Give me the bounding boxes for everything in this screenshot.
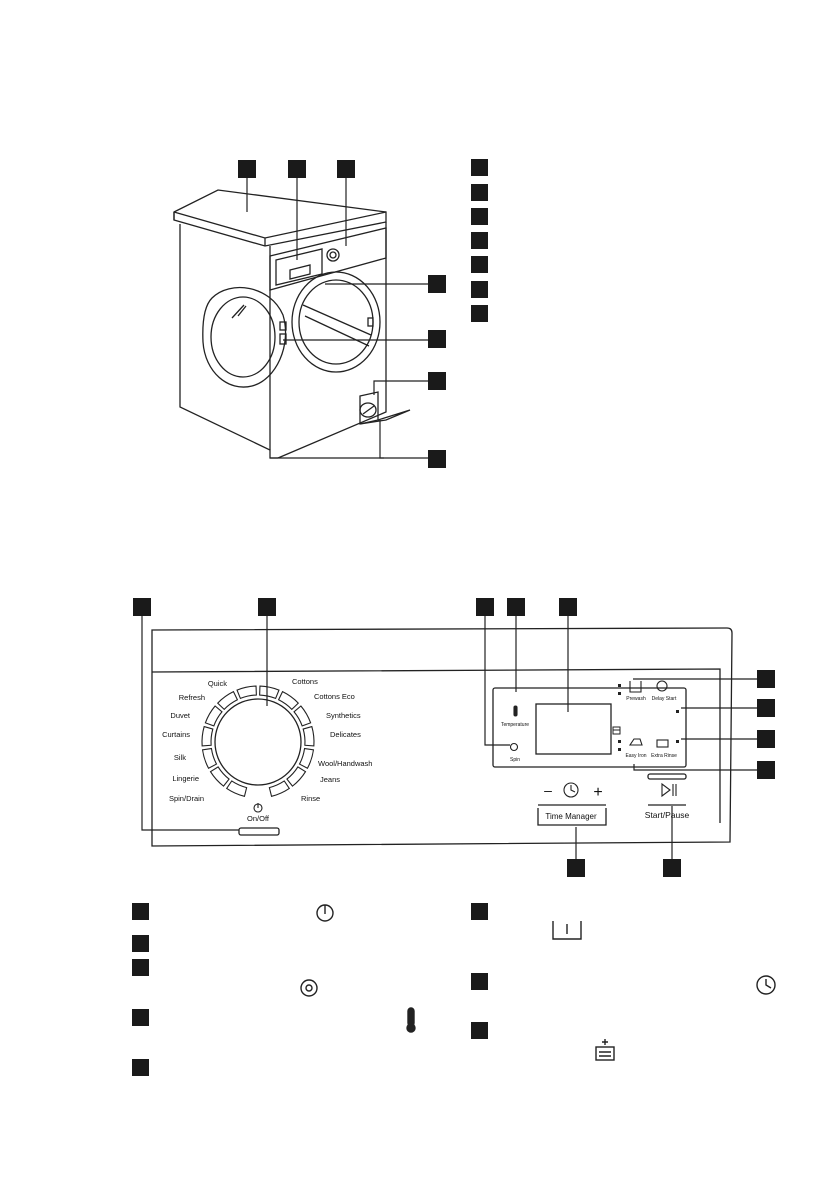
time-manager-label: Time Manager: [545, 812, 597, 821]
thermometer-icon: [406, 1007, 416, 1033]
dial-segments: [201, 685, 315, 798]
dial-segment: [201, 747, 218, 770]
program-label-duvet[interactable]: Duvet: [170, 711, 191, 720]
program-label-curtains[interactable]: Curtains: [162, 730, 190, 739]
legend-marker: [471, 281, 488, 298]
program-label-refresh[interactable]: Refresh: [179, 693, 205, 702]
callout-marker: [663, 859, 681, 877]
callout-marker: [567, 859, 585, 877]
program-label-spin-drain[interactable]: Spin/Drain: [169, 794, 204, 803]
callout-marker: [258, 598, 276, 616]
program-label-jeans[interactable]: Jeans: [320, 775, 340, 784]
legend-marker: [471, 1022, 488, 1039]
prewash-label: Prewash: [626, 696, 646, 702]
spin-icon: [509, 742, 519, 752]
callout-marker: [757, 699, 775, 717]
program-label-wool-handwash[interactable]: Wool/Handwash: [318, 759, 372, 768]
program-label-quick[interactable]: Quick: [208, 679, 227, 688]
legend-marker: [132, 935, 149, 952]
delay-start-icon: [656, 680, 668, 692]
callout-marker: [757, 670, 775, 688]
program-label-rinse[interactable]: Rinse: [301, 794, 320, 803]
callout-marker: [757, 730, 775, 748]
dial-segment: [302, 725, 315, 747]
legend-marker: [471, 232, 488, 249]
dial-segment: [298, 747, 315, 770]
easy-iron-label: Easy Iron: [625, 753, 646, 759]
callout-marker: [428, 275, 446, 293]
on-off-label: On/Off: [247, 814, 270, 823]
prewash-icon: [552, 921, 582, 940]
legend-marker: [132, 1059, 149, 1076]
legend-marker: [132, 959, 149, 976]
callout-marker: [288, 160, 306, 178]
program-label-cottons-eco[interactable]: Cottons Eco: [314, 692, 355, 701]
program-label-cottons[interactable]: Cottons: [292, 677, 318, 686]
spin-label: Spin: [510, 757, 520, 763]
extra-rinse-icon: [656, 739, 669, 748]
spin-icon: [300, 979, 318, 997]
dial-segment: [225, 780, 248, 798]
legend-marker: [471, 159, 488, 176]
legend-marker: [471, 903, 488, 920]
callout-marker: [757, 761, 775, 779]
washing-machine-illustration: [173, 159, 488, 468]
callout-marker: [559, 598, 577, 616]
callout-marker: [476, 598, 494, 616]
minus-button[interactable]: –: [544, 782, 552, 798]
callout-marker: [337, 160, 355, 178]
easy-iron-icon: [628, 738, 643, 746]
dial-segment: [286, 766, 307, 787]
plus-button[interactable]: +: [593, 784, 602, 801]
dial-segment: [268, 780, 291, 798]
dial-segment: [209, 766, 230, 787]
callout-marker: [428, 372, 446, 390]
dial-segment: [236, 685, 257, 700]
start-pause-label: Start/Pause: [645, 810, 690, 820]
dial-segment: [216, 690, 239, 711]
legend-marker: [471, 973, 488, 990]
program-label-synthetics[interactable]: Synthetics: [326, 711, 361, 720]
dial-segment: [277, 690, 300, 711]
legend-marker: [471, 208, 488, 225]
time-manager-icon: [563, 782, 579, 798]
dial-segment: [293, 705, 312, 727]
legend-marker: [132, 903, 149, 920]
program-label-lingerie[interactable]: Lingerie: [172, 774, 199, 783]
thermometer-icon: [513, 705, 518, 717]
dial-segment: [259, 685, 280, 700]
extra-rinse-label: Extra Rinse: [651, 753, 677, 759]
delay-start-icon: [756, 975, 776, 995]
legend-marker: [471, 305, 488, 322]
dial-segment: [204, 705, 223, 727]
extra-rinse-icon: [595, 1039, 615, 1061]
program-label-delicates[interactable]: Delicates: [330, 730, 361, 739]
callout-marker: [133, 598, 151, 616]
callout-marker: [507, 598, 525, 616]
temperature-label: Temperature: [501, 722, 529, 728]
program-label-silk[interactable]: Silk: [174, 753, 186, 762]
callout-marker: [428, 330, 446, 348]
legend-marker: [132, 1009, 149, 1026]
delay-start-label: Delay Start: [652, 696, 677, 702]
callout-marker: [428, 450, 446, 468]
play-pause-icon: [661, 782, 671, 798]
legend-marker: [471, 184, 488, 201]
legend-marker: [471, 256, 488, 273]
power-icon: [253, 803, 263, 813]
power-icon: [316, 904, 334, 922]
dial-segment: [201, 725, 214, 747]
callout-marker: [238, 160, 256, 178]
prewash-icon: [629, 681, 642, 693]
